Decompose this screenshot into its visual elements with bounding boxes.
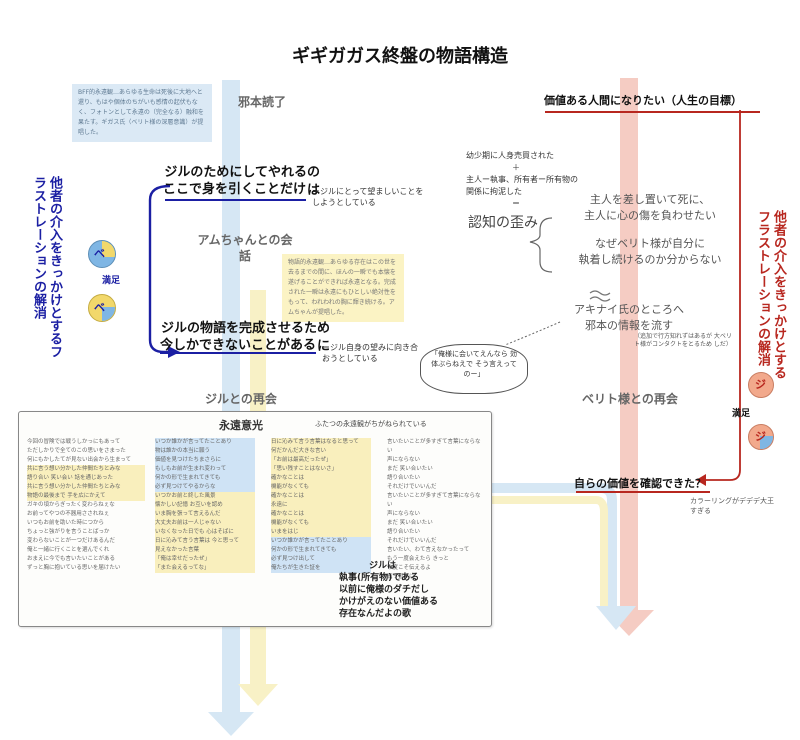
badge-left-bottom: ベ [88, 294, 116, 322]
branch-arrowhead [596, 606, 636, 630]
final-question: 自らの価値を確認できた？ [574, 477, 706, 490]
statement-wound-line2: 主人に心の傷を負わせたい [584, 209, 716, 222]
badge-right-bottom: ジ [748, 424, 774, 450]
vertical-note-left: 他者の介入をきっかけとするフラストレーションの解消 [31, 176, 62, 358]
statement-withdraw-line2: ここで身を引くことだけ [162, 182, 306, 197]
akinai-note: （追加で行方知れずはあるが 大ベリト様がコンタクトをとるため しだ） [634, 333, 732, 348]
childhood-note: 幼少期に人身売買された ＋ 主人ー執事、所有者ー所有物の 関係に拘泥した ＝ [466, 150, 596, 210]
statement-why-line2: 執着し続けるのか分からない [578, 253, 722, 266]
lyrics-col-3: 日に沁みて言う言葉はなると思って何だかんだ大きな言い「お前は最高だったぜ」「思い… [271, 438, 371, 573]
akinai-line1: アキナイ氏のところへ [574, 303, 684, 316]
note-bff-eternity: BFF的永遠観…あらゆる生命は死後に大地へと還り、もはや個体のちがいも感情の起伏… [72, 84, 212, 142]
card-title: 永遠意光 [219, 419, 263, 432]
statement-why-line1: なぜベリト様が自分に [595, 237, 705, 250]
note-story-eternity: 物語的永遠観…あらゆる存在はこの世を去るまでの間に、ほんの一瞬でも本懐を遂げるこ… [282, 254, 404, 322]
cognitive-distortion: 認知の歪み [468, 215, 538, 231]
childhood-note-line5: ＝ [512, 199, 520, 208]
childhood-note-line4: 関係に拘泥した [466, 187, 522, 196]
childhood-note-line3: 主人ー執事、所有者ー所有物の [466, 175, 578, 184]
blue-stream-arrowhead [208, 712, 254, 736]
childhood-note-line1: 幼少期に人身売買された [466, 151, 554, 160]
coloring-comment: カラーリングがデデデ大王すぎる [690, 497, 774, 515]
badge-right-top: ジ [748, 372, 774, 398]
akinai-line2: 邪本の情報を流す [585, 319, 673, 332]
yellow-branch-right [470, 496, 608, 610]
blue-bracket-arrow [148, 184, 176, 354]
label-jahon-read: 邪本読了 [238, 95, 287, 109]
yellow-stream-arrowhead [238, 684, 278, 706]
badge-left-top: ベ [88, 240, 116, 268]
aside-wishes: ＝ジルにとって望ましいことをしようとしている [312, 187, 424, 207]
aside-facing-wish: ＝ジル自身の望みに向き合おうとしている [322, 343, 418, 363]
label-jil-reunion: ジルとの再会 [205, 392, 277, 406]
badge-left-label: 満足 [102, 276, 121, 286]
lyrics-card: 永遠意光 ふたつの永遠観がちがねられている 今回の冒険では戦うしかっにもあってた… [18, 411, 492, 627]
statement-withdraw-line1: ジルのためにしてやれるのは [164, 165, 320, 198]
statement-wound-line1: 主人を差し置いて死に、 [589, 193, 711, 206]
badge-left-bottom-glyph: ベ [94, 301, 105, 314]
card-subtitle: ふたつの永遠観がちがねられている [315, 420, 427, 428]
label-amu-talk: アムちゃんとの会話 [197, 233, 293, 263]
badge-right-label: 満足 [732, 409, 751, 419]
life-goal: 価値ある人間になりたい（人生の目標） [544, 94, 742, 107]
statement-complete-line1: ジルの物語を完成させるために [160, 321, 330, 354]
childhood-note-line2: ＋ [512, 163, 520, 172]
badge-right-bottom-glyph: ジ [755, 430, 766, 443]
badge-right-top-glyph: ジ [755, 378, 766, 391]
lyrics-col-4: 言いたいことが多すぎて言葉にならない声にならないまだ 笑い合いたい語り合いたいそ… [387, 439, 481, 580]
statement-complete-line2: 今しかできないことがある [160, 338, 317, 353]
lyrics-col-2: いつか誰かが言ってたことあり物は誰かの本当に願う価値を見つけたちまさらに もしも… [155, 438, 255, 573]
vertical-note-right: 他者の介入をきっかけとするフラストレーションの解消 [755, 210, 786, 379]
page-title: ギギガガス終盤の物語構造 [292, 46, 508, 67]
pink-stream-right [620, 78, 638, 618]
quote-bubble: 「俺様に会いてえんなら 効体ぶらねえで そう言えってのー」 [420, 344, 528, 394]
label-berith-reunion: ベリト様との再会 [582, 392, 678, 406]
badge-left-top-glyph: ベ [94, 247, 105, 260]
lyrics-col-1: 今回の冒険では戦うしかっにもあってただしかりで全てのこの思いをさまった何にもかし… [27, 438, 145, 573]
card-handnote: ジルは 執事(所有物)である 以前に俺様のダチだし かけがえのない価値ある 存在… [339, 561, 439, 619]
